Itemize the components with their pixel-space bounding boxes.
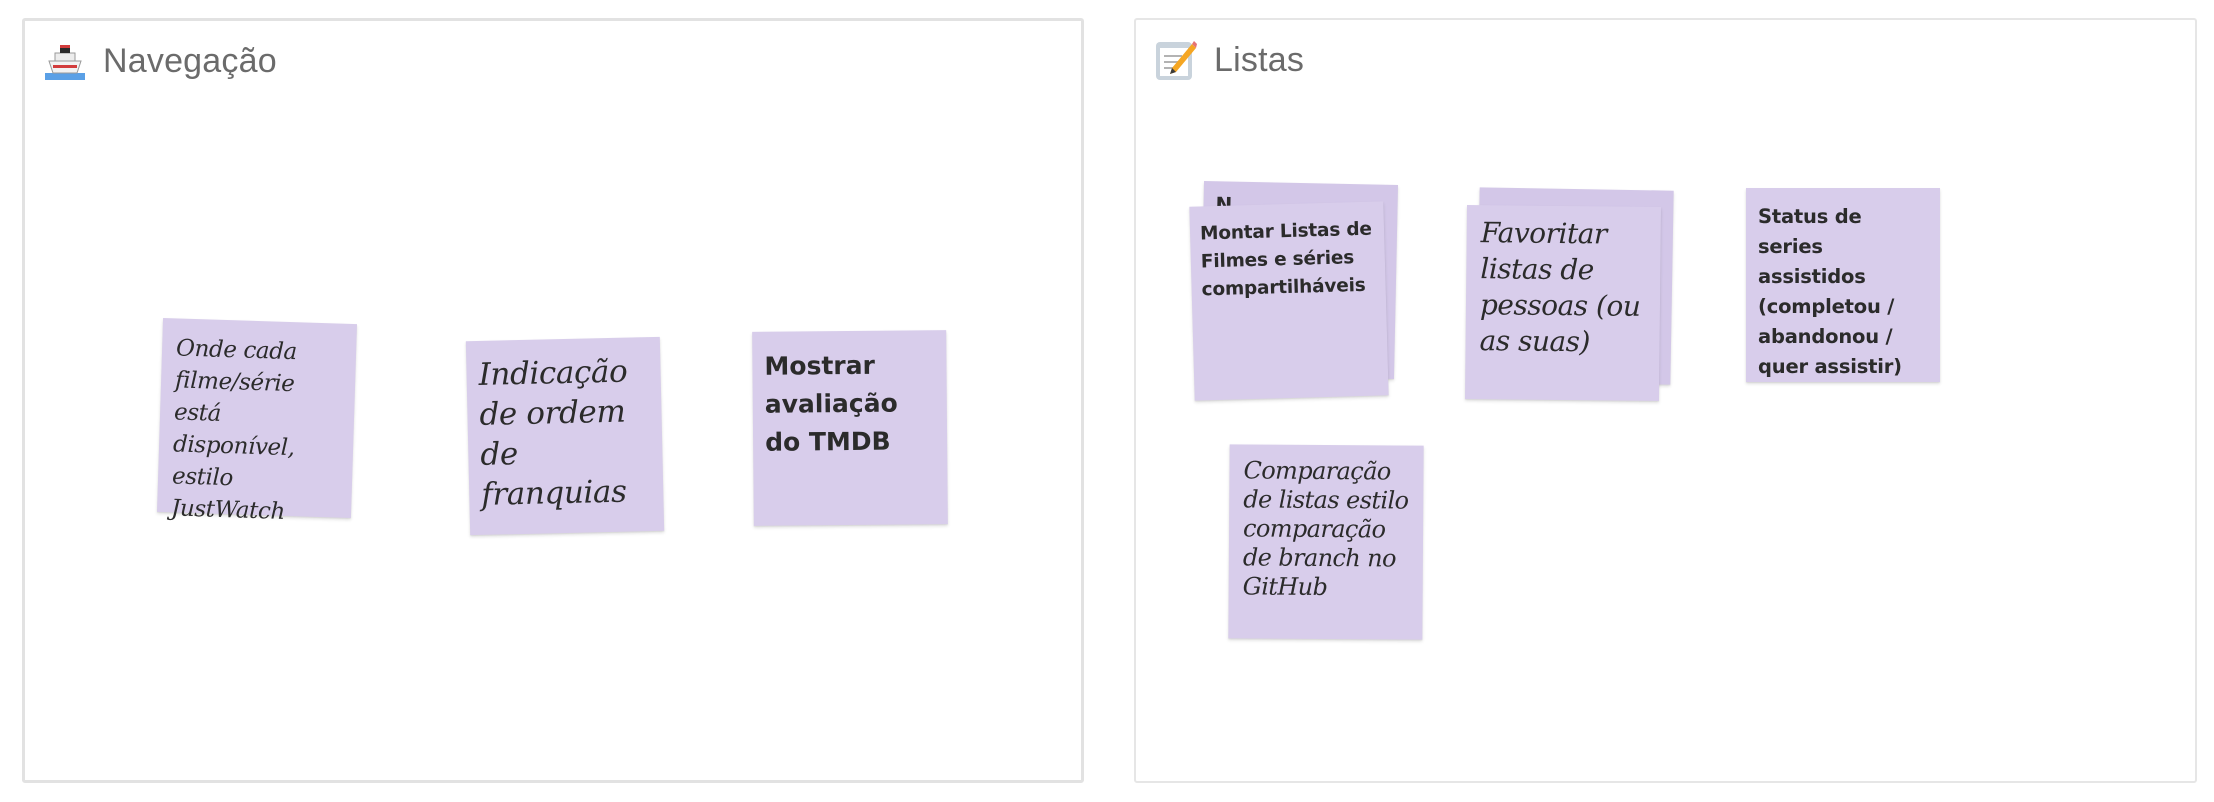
sticky-note-text: Comparação de listas estilo comparação d… bbox=[1242, 456, 1409, 602]
sticky-note-text: Indicação de ordem de franquias bbox=[478, 353, 628, 513]
sticky-note[interactable]: Indicação de ordem de franquias bbox=[465, 336, 665, 536]
sticky-note[interactable]: Onde cada filme/série está disponível, e… bbox=[157, 318, 357, 525]
sticky-note-text: Status de series assistidos (completou /… bbox=[1758, 205, 1902, 378]
frame-header: Navegação bbox=[43, 39, 277, 83]
sticky-note[interactable]: Montar Listas de Filmes e séries compart… bbox=[1189, 201, 1389, 401]
sticky-note[interactable]: Comparação de listas estilo comparação d… bbox=[1228, 444, 1424, 640]
sticky-note[interactable]: Mostrar avaliação do TMDB bbox=[752, 330, 948, 526]
ship-icon bbox=[45, 45, 85, 80]
frame-listas[interactable]: Listas N Montar Listas de Filmes e série… bbox=[1134, 18, 2197, 783]
frame-title: Listas bbox=[1214, 40, 1305, 79]
sticky-note-text: Favoritar listas de pessoas (ou as suas) bbox=[1479, 216, 1641, 359]
frame-title: Navegação bbox=[103, 41, 277, 80]
frame-navegacao[interactable]: Navegação Onde cada filme/série está dis… bbox=[22, 18, 1084, 783]
sticky-note-text: Onde cada filme/série está disponível, e… bbox=[170, 335, 298, 525]
frame-header: Listas bbox=[1154, 38, 1304, 82]
memo-icon bbox=[1156, 41, 1197, 80]
sticky-note[interactable]: Status de series assistidos (completou /… bbox=[1746, 188, 1940, 382]
sticky-note[interactable]: Favoritar listas de pessoas (ou as suas) bbox=[1464, 204, 1662, 402]
sticky-note-text: Mostrar avaliação do TMDB bbox=[764, 350, 898, 457]
sticky-note-text: Montar Listas de Filmes e séries compart… bbox=[1199, 218, 1373, 301]
